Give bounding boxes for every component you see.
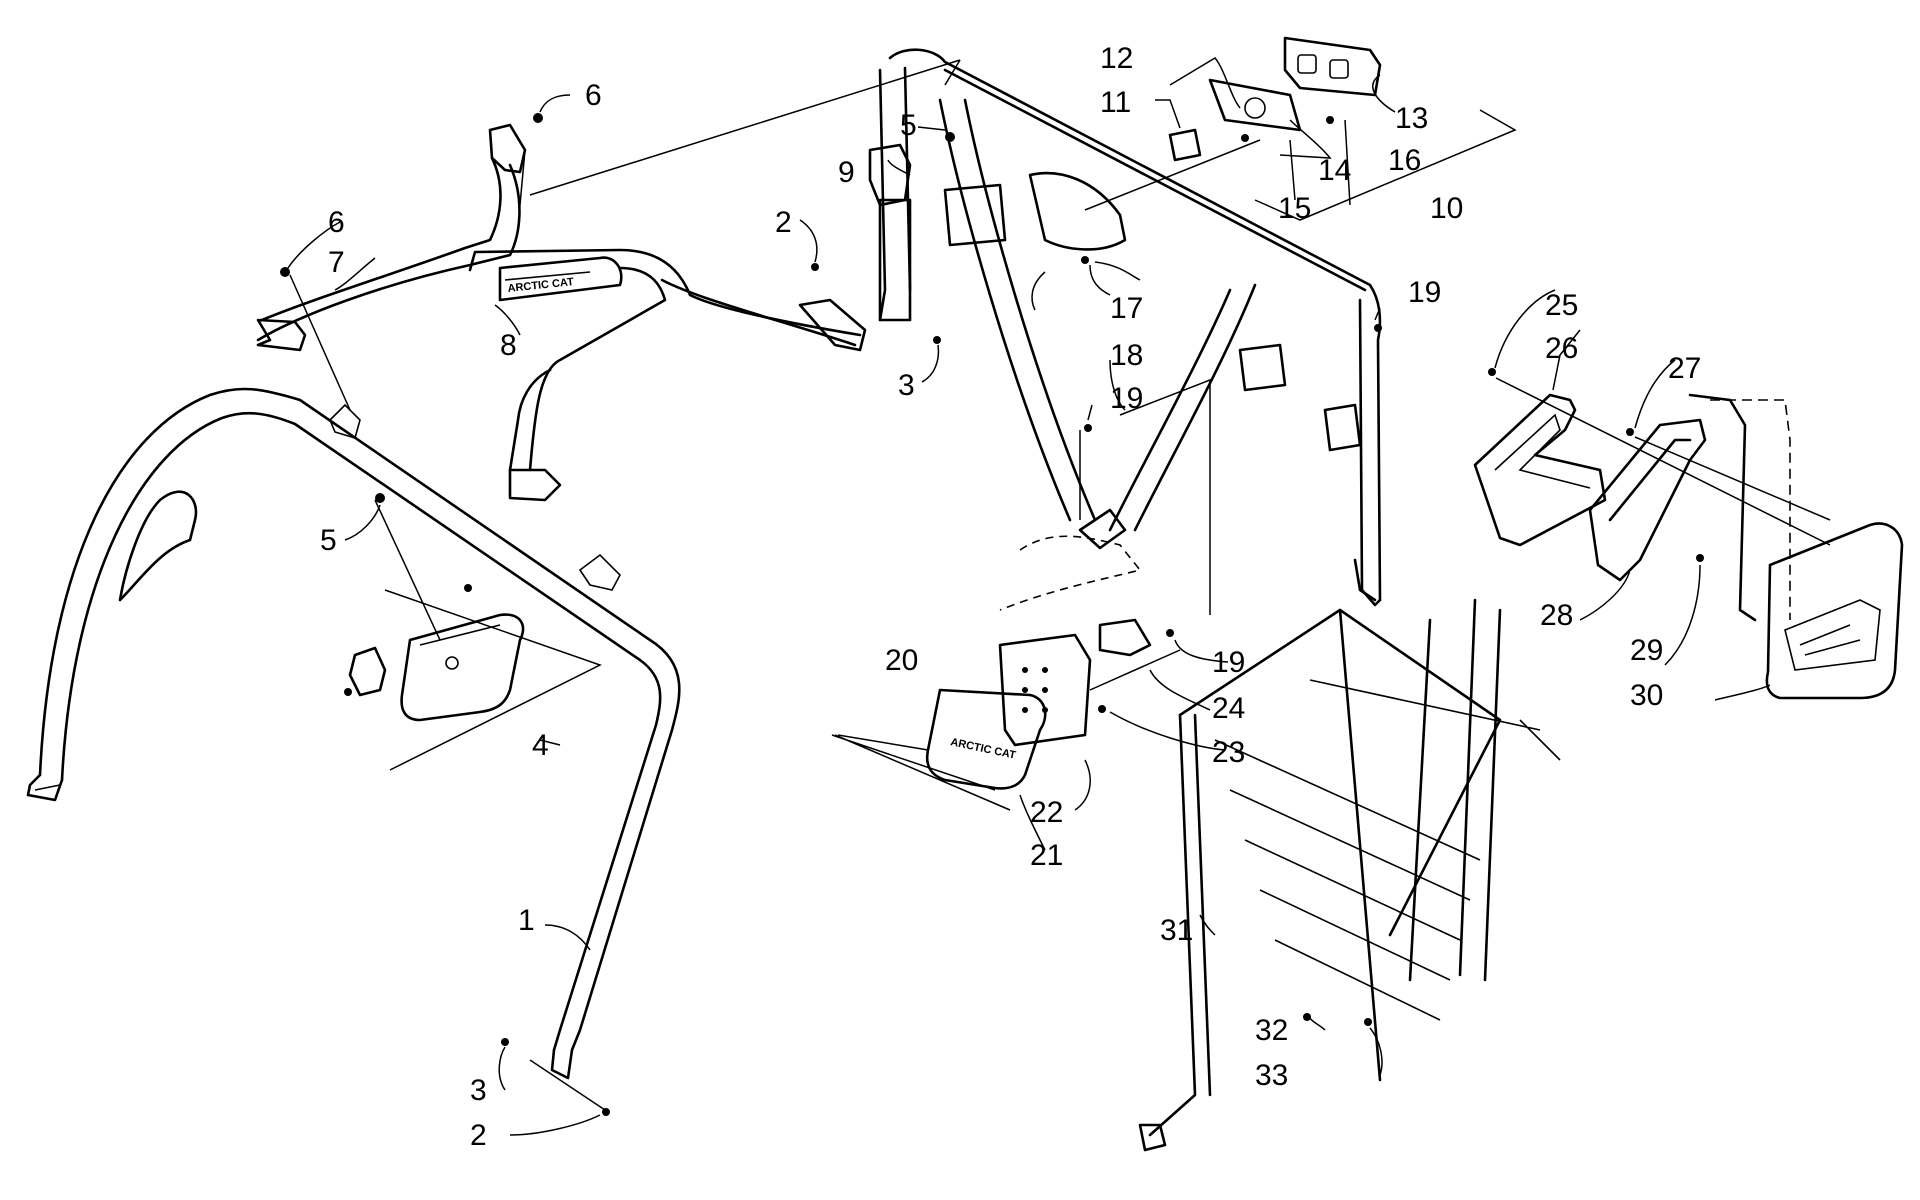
side-panel-assembly [1473, 393, 1904, 700]
callout-29: 29 [1630, 634, 1663, 667]
callout-3-upper: 3 [898, 369, 915, 402]
callout-30: 30 [1630, 679, 1663, 712]
callout-7: 7 [328, 246, 345, 279]
callout-8: 8 [500, 329, 517, 362]
callout-25: 25 [1545, 289, 1578, 322]
callout-22: 22 [1030, 796, 1063, 829]
callout-19-lower: 19 [1212, 646, 1245, 679]
callout-33: 33 [1255, 1059, 1288, 1092]
front-roll-bar [26, 387, 681, 1080]
callout-6-lower: 6 [328, 206, 345, 239]
callout-9: 9 [838, 156, 855, 189]
callout-31: 31 [1160, 914, 1193, 947]
rear-light-assembly [1168, 36, 1382, 162]
callout-27: 27 [1668, 352, 1701, 385]
callout-26: 26 [1545, 332, 1578, 365]
callout-12: 12 [1100, 42, 1133, 75]
rear-view-mirror [348, 613, 525, 722]
callout-labels: 1 2 2 3 3 4 5 5 6 6 7 8 9 10 11 12 13 14… [320, 42, 1701, 1152]
callout-21: 21 [1030, 839, 1063, 872]
callout-6-upper: 6 [585, 79, 602, 112]
callout-18: 18 [1110, 339, 1143, 372]
callout-11: 11 [1100, 86, 1131, 119]
callout-2-lower: 2 [470, 1119, 487, 1152]
callout-23: 23 [1212, 736, 1245, 769]
work-light-assembly [925, 618, 1152, 790]
callout-10: 10 [1430, 192, 1463, 225]
callout-2-upper: 2 [775, 206, 792, 239]
callout-19-upper: 19 [1408, 276, 1441, 309]
callout-5-rear: 5 [900, 109, 917, 142]
callout-14: 14 [1318, 154, 1351, 187]
callout-20: 20 [885, 644, 918, 677]
leader-lines [289, 59, 1831, 1111]
callout-connectors [287, 57, 1771, 1136]
callout-28: 28 [1540, 599, 1573, 632]
callout-5-front: 5 [320, 524, 337, 557]
callout-19-middle: 19 [1110, 382, 1143, 415]
callout-4: 4 [532, 729, 549, 762]
upper-canopy-bar [256, 123, 867, 502]
callout-15: 15 [1278, 192, 1311, 225]
callout-3-lower: 3 [470, 1074, 487, 1107]
callout-32: 32 [1255, 1014, 1288, 1047]
callout-24: 24 [1212, 692, 1245, 725]
light-housing-logo: ARCTIC CAT [949, 736, 1017, 762]
callout-16: 16 [1388, 144, 1421, 177]
side-net [1138, 598, 1561, 1152]
callout-13: 13 [1395, 102, 1428, 135]
callout-1: 1 [518, 904, 535, 937]
hardware [280, 113, 1704, 1116]
callout-17: 17 [1110, 292, 1143, 325]
